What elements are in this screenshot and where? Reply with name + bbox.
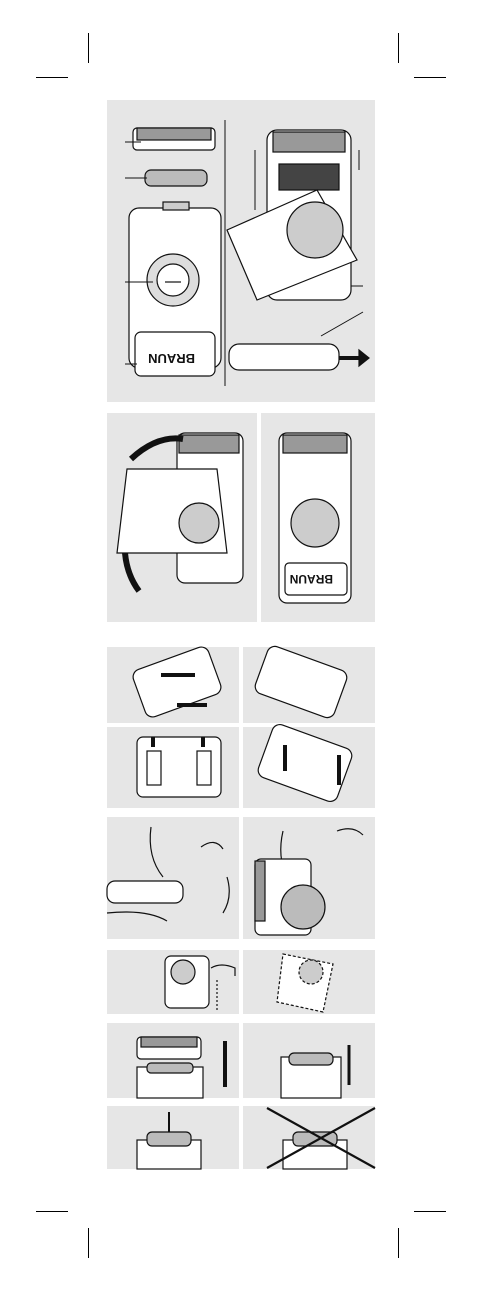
foil-replacement-panel [107,1023,375,1098]
battery-diagram [107,647,375,808]
battery-insertion-panel [107,647,375,808]
cutter-maintenance-panel [107,1106,375,1169]
cleaning-diagram [107,950,375,1014]
crop-mark [36,77,68,78]
shaver-parts-diagram: BRAUN [107,100,375,402]
crop-mark [88,1228,89,1258]
brand-logo: BRAUN [290,572,333,586]
shaving-diagram [107,817,375,939]
crop-mark [36,1211,68,1212]
crop-mark [88,33,89,63]
crop-mark [414,1211,446,1212]
crop-mark [414,77,446,78]
rotate-cover-diagram: BRAUN [107,413,375,622]
foil-diagram [107,1023,375,1098]
crop-mark [398,1228,399,1258]
crop-mark [398,33,399,63]
brand-logo: BRAUN [148,351,195,366]
cover-rotation-panel: BRAUN [107,413,375,622]
cleaning-panel [107,950,375,1014]
cutter-diagram [107,1106,375,1169]
parts-overview-panel: BRAUN [107,100,375,402]
shaving-use-panel [107,817,375,939]
